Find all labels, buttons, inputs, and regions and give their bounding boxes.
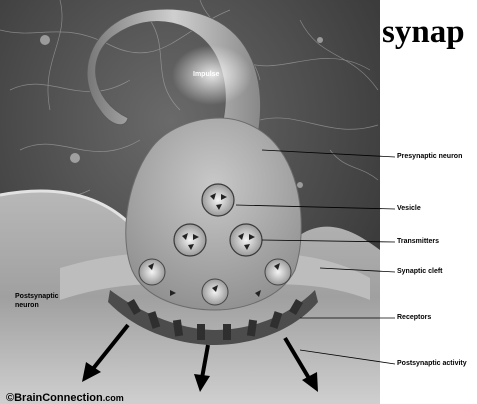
copyright-domain: .com [103, 393, 124, 403]
page-title: synap [382, 14, 465, 51]
label-presynaptic-neuron: Presynaptic neuron [397, 153, 462, 160]
label-impulse: Impulse [193, 71, 219, 78]
label-transmitters: Transmitters [397, 238, 439, 245]
copyright-notice: ©BrainConnection.com [6, 392, 124, 404]
label-postsynaptic-neuron-line1: Postsynaptic [15, 293, 59, 300]
label-postsynaptic-activity: Postsynaptic activity [397, 360, 467, 367]
label-postsynaptic-neuron-line2: neuron [15, 302, 39, 309]
copyright-brand: ©BrainConnection [6, 392, 103, 404]
label-synaptic-cleft: Synaptic cleft [397, 268, 443, 275]
label-vesicle: Vesicle [397, 205, 421, 212]
label-receptors: Receptors [397, 314, 431, 321]
